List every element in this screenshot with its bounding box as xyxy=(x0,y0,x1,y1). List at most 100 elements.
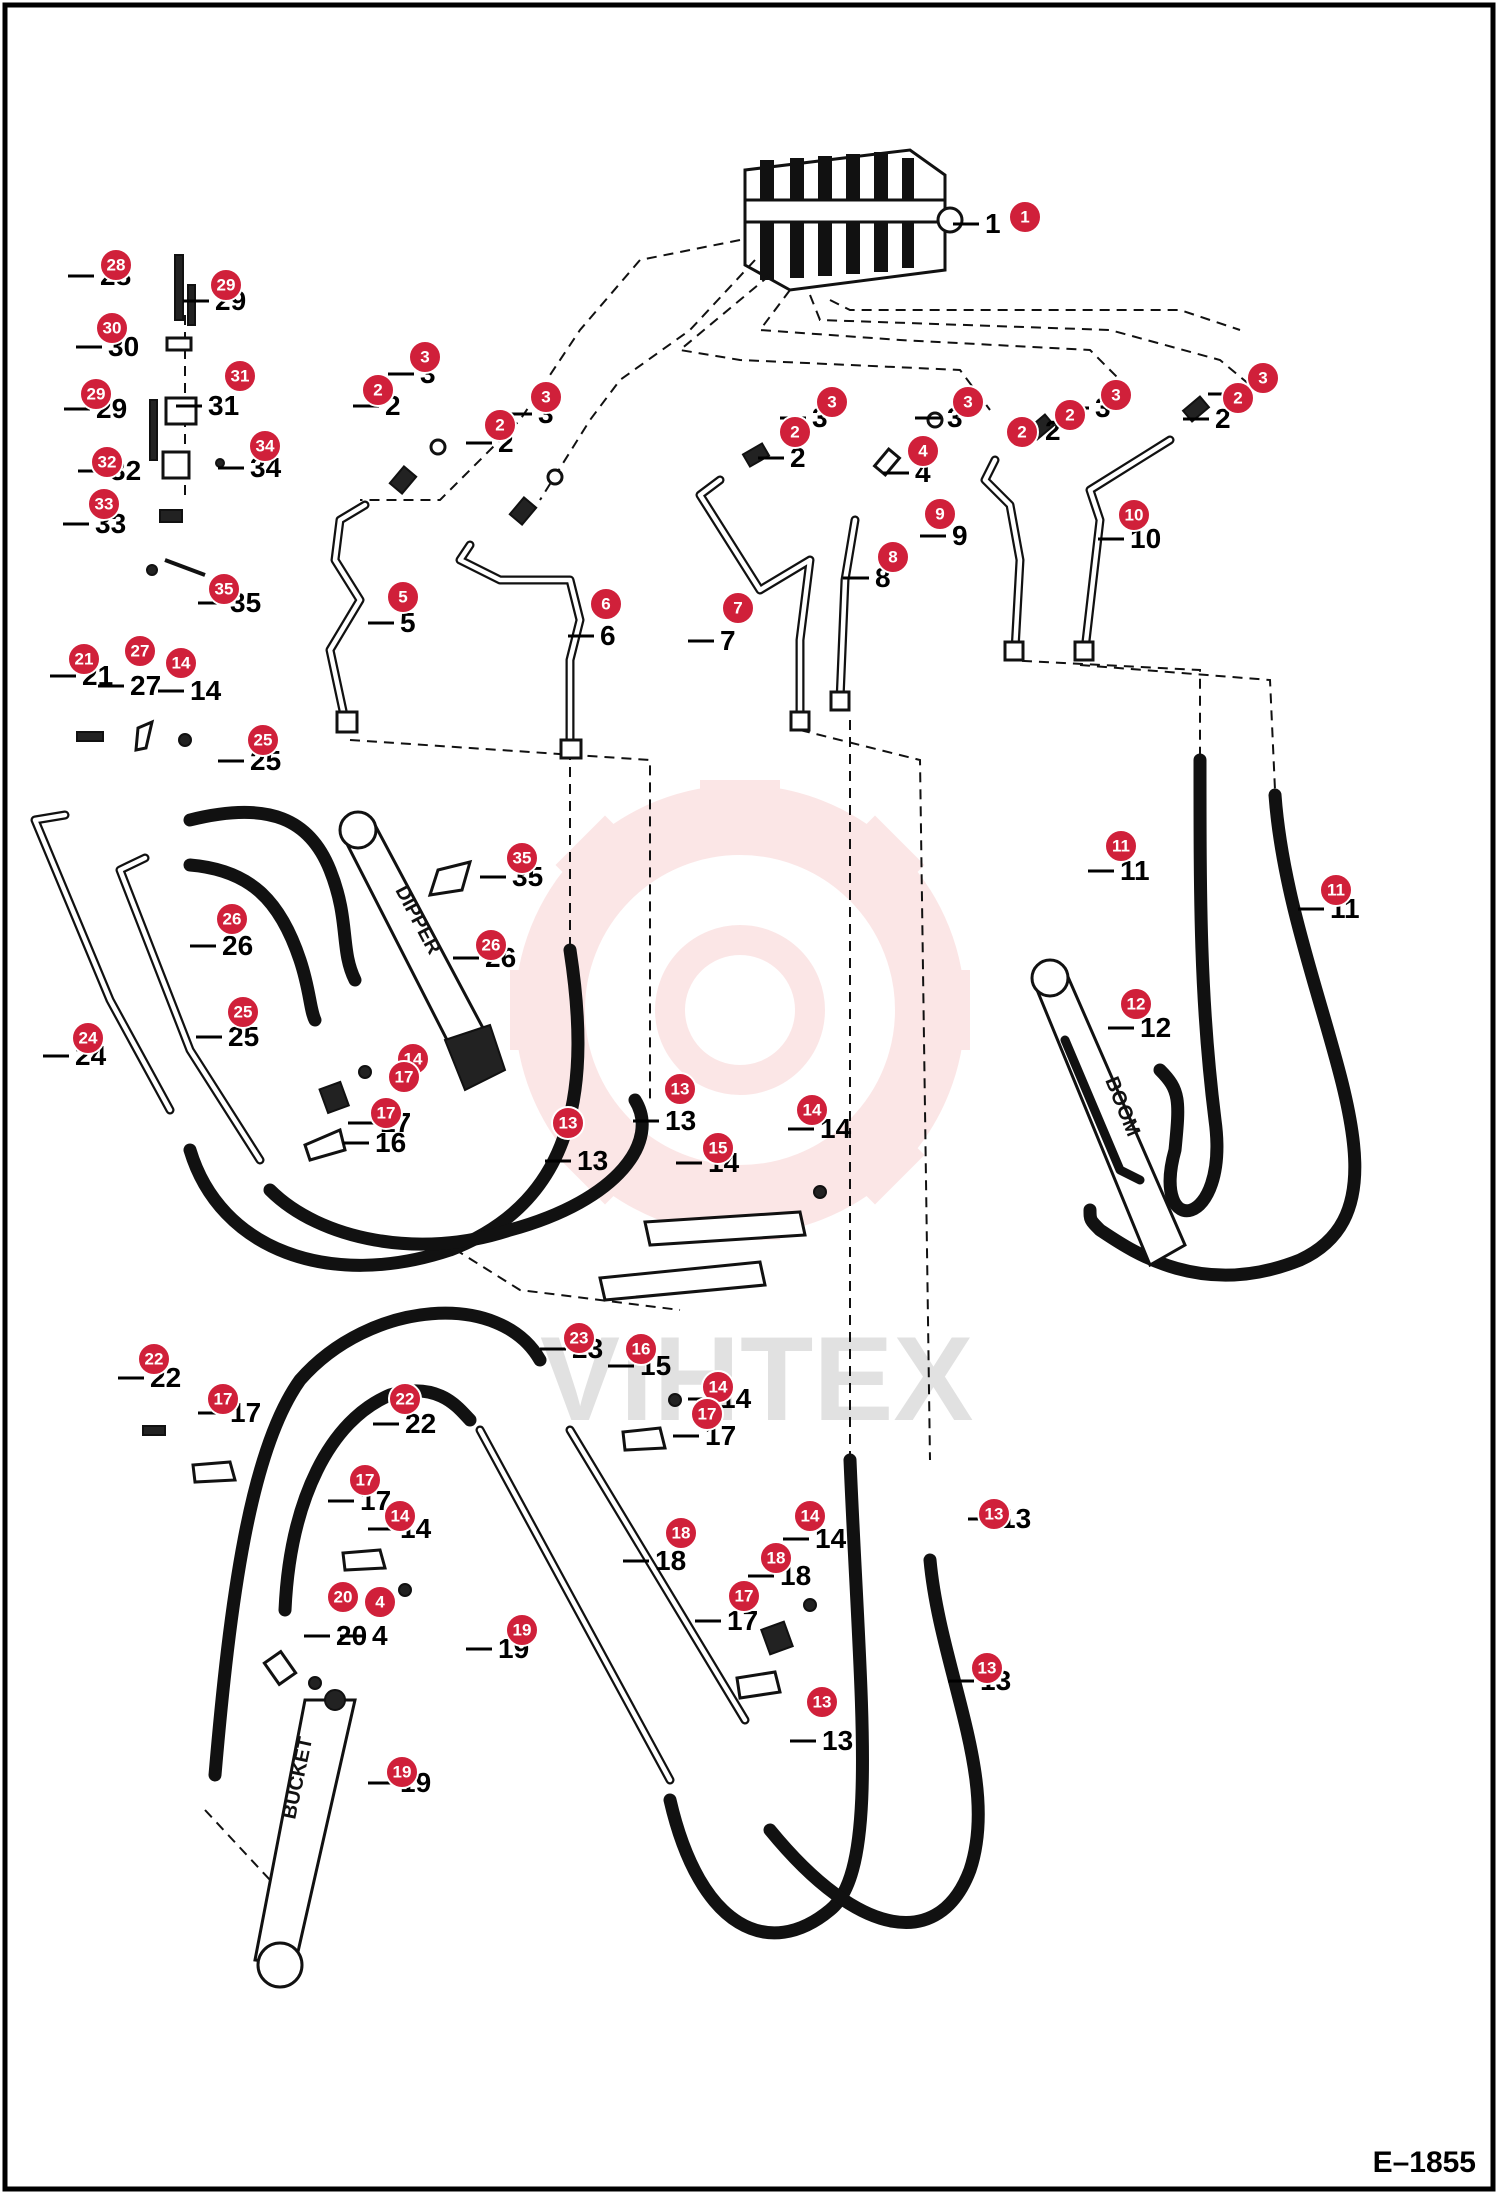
part-callout-17[interactable]: 17 xyxy=(387,1060,421,1094)
printed-part-number: 6 xyxy=(600,620,616,651)
part-callout-31[interactable]: 31 xyxy=(223,359,257,393)
part-callout-19[interactable]: 19 xyxy=(385,1755,419,1789)
part-callout-17[interactable]: 17 xyxy=(348,1463,382,1497)
part-callout-2[interactable]: 2 xyxy=(1053,398,1087,432)
steel-lines-upper xyxy=(325,435,1175,760)
part-callout-27[interactable]: 27 xyxy=(123,634,157,668)
part-callout-13[interactable]: 13 xyxy=(663,1072,697,1106)
part-callout-3[interactable]: 3 xyxy=(529,380,563,414)
callout-number: 6 xyxy=(601,595,610,614)
part-callout-20[interactable]: 20 xyxy=(326,1580,360,1614)
callout-circle xyxy=(906,434,940,468)
part-callout-2[interactable]: 2 xyxy=(1005,415,1039,449)
part-callout-29[interactable]: 29 xyxy=(209,268,243,302)
callout-circle xyxy=(624,1332,658,1366)
part-callout-1[interactable]: 1 xyxy=(1008,200,1042,234)
part-callout-17[interactable]: 17 xyxy=(690,1397,724,1431)
part-callout-3[interactable]: 3 xyxy=(1099,378,1133,412)
part-callout-26[interactable]: 26 xyxy=(474,928,508,962)
diagram-code: E–1855 xyxy=(1372,2146,1476,2179)
part-callout-6[interactable]: 6 xyxy=(589,587,623,621)
part-callout-17[interactable]: 17 xyxy=(369,1096,403,1130)
part-callout-14[interactable]: 14 xyxy=(383,1499,417,1533)
part-callout-28[interactable]: 28 xyxy=(99,248,133,282)
part-callout-11[interactable]: 11 xyxy=(1319,873,1353,907)
part-callout-15[interactable]: 15 xyxy=(701,1131,735,1165)
callout-number: 3 xyxy=(827,393,836,412)
part-callout-17[interactable]: 17 xyxy=(727,1579,761,1613)
callout-circle xyxy=(385,1755,419,1789)
part-callout-17[interactable]: 17 xyxy=(206,1382,240,1416)
part-callout-12[interactable]: 12 xyxy=(1119,987,1153,1021)
callout-number: 1 xyxy=(1020,208,1029,227)
part-callout-2[interactable]: 2 xyxy=(778,415,812,449)
callout-number: 2 xyxy=(1017,423,1026,442)
part-callout-9[interactable]: 9 xyxy=(923,497,957,531)
callout-circle xyxy=(361,373,395,407)
part-callout-11[interactable]: 11 xyxy=(1104,829,1138,863)
callout-number: 26 xyxy=(482,936,501,955)
part-callout-3[interactable]: 3 xyxy=(951,385,985,419)
part-callout-18[interactable]: 18 xyxy=(759,1541,793,1575)
callout-number: 13 xyxy=(978,1659,997,1678)
part-callout-14[interactable]: 14 xyxy=(164,646,198,680)
part-callout-14[interactable]: 14 xyxy=(795,1093,829,1127)
part-callout-21[interactable]: 21 xyxy=(67,642,101,676)
printed-part-number: 1 xyxy=(985,208,1001,239)
part-callout-7[interactable]: 7 xyxy=(721,591,755,625)
part-callout-2[interactable]: 2 xyxy=(483,408,517,442)
callout-number: 14 xyxy=(172,654,191,673)
part-callout-16[interactable]: 16 xyxy=(624,1332,658,1366)
part-callout-26[interactable]: 26 xyxy=(215,902,249,936)
part-callout-13[interactable]: 13 xyxy=(805,1685,839,1719)
part-callout-14[interactable]: 14 xyxy=(701,1370,735,1404)
callout-circle xyxy=(815,385,849,419)
part-callout-13[interactable]: 13 xyxy=(970,1651,1004,1685)
part-callout-2[interactable]: 2 xyxy=(1221,381,1255,415)
part-callout-5[interactable]: 5 xyxy=(386,580,420,614)
part-callout-32[interactable]: 32 xyxy=(90,445,124,479)
callout-circle xyxy=(215,902,249,936)
callout-number: 32 xyxy=(98,453,117,472)
part-callout-4[interactable]: 4 xyxy=(363,1585,397,1619)
part-callout-2[interactable]: 2 xyxy=(361,373,395,407)
part-callout-25[interactable]: 25 xyxy=(226,995,260,1029)
part-callout-3[interactable]: 3 xyxy=(1246,361,1280,395)
part-callout-13[interactable]: 13 xyxy=(551,1106,585,1140)
part-callout-8[interactable]: 8 xyxy=(876,540,910,574)
printed-part-number: 31 xyxy=(208,390,239,421)
part-callout-3[interactable]: 3 xyxy=(408,340,442,374)
part-callout-3[interactable]: 3 xyxy=(815,385,849,419)
part-callout-14[interactable]: 14 xyxy=(793,1499,827,1533)
part-callout-22[interactable]: 22 xyxy=(388,1382,422,1416)
part-callout-35[interactable]: 35 xyxy=(505,841,539,875)
part-callout-25[interactable]: 25 xyxy=(246,723,280,757)
printed-part-numbers: 1222223333334456789101111121313131313141… xyxy=(43,208,1360,1798)
callout-number: 25 xyxy=(254,731,273,750)
part-callout-35[interactable]: 35 xyxy=(207,572,241,606)
callout-number: 4 xyxy=(918,442,928,461)
part-callout-30[interactable]: 30 xyxy=(95,311,129,345)
callout-circle xyxy=(386,580,420,614)
part-callout-23[interactable]: 23 xyxy=(562,1321,596,1355)
part-callout-34[interactable]: 34 xyxy=(248,429,282,463)
part-callout-19[interactable]: 19 xyxy=(505,1613,539,1647)
printed-part-number: 14 xyxy=(190,675,222,706)
part-callout-33[interactable]: 33 xyxy=(87,487,121,521)
part-callout-4[interactable]: 4 xyxy=(906,434,940,468)
part-callout-24[interactable]: 24 xyxy=(71,1021,105,1055)
callout-circle xyxy=(71,1021,105,1055)
part-callout-10[interactable]: 10 xyxy=(1117,498,1151,532)
part-callout-13[interactable]: 13 xyxy=(977,1497,1011,1531)
callout-number: 17 xyxy=(214,1390,233,1409)
hardware-group-lower xyxy=(142,1393,817,1700)
callout-circle xyxy=(369,1096,403,1130)
callout-circle xyxy=(529,380,563,414)
part-callout-29[interactable]: 29 xyxy=(79,377,113,411)
callout-circle xyxy=(805,1685,839,1719)
part-callout-18[interactable]: 18 xyxy=(664,1516,698,1550)
dipper-lines xyxy=(30,805,649,1272)
part-callout-22[interactable]: 22 xyxy=(137,1342,171,1376)
callout-number: 29 xyxy=(217,276,236,295)
